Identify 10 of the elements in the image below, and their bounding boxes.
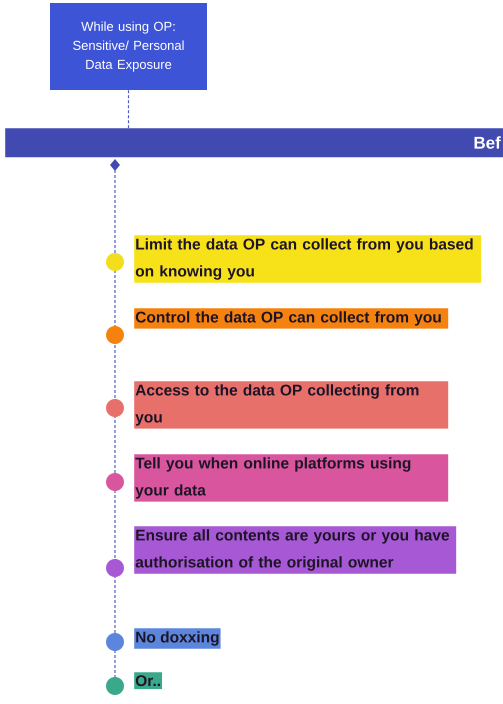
highlighted-text: Control the data OP can collect from you [134,308,448,329]
phase-band: Bef [5,128,503,158]
highlighted-text: No doxxing [134,628,221,649]
connector-line [128,90,130,128]
highlighted-text: Or.. [134,672,162,690]
highlighted-text: Limit the data OP can collect from you based on knowing you [134,235,482,283]
title-box: While using OP: Sensitive/ Personal Data Exposure [50,3,207,90]
highlighted-text: Access to the data OP collecting from you [134,381,448,429]
highlighted-text: Tell you when online platforms using your data [134,454,448,502]
highlighted-text: Ensure all contents are yours or you have authorisation of the original owner [134,526,456,574]
